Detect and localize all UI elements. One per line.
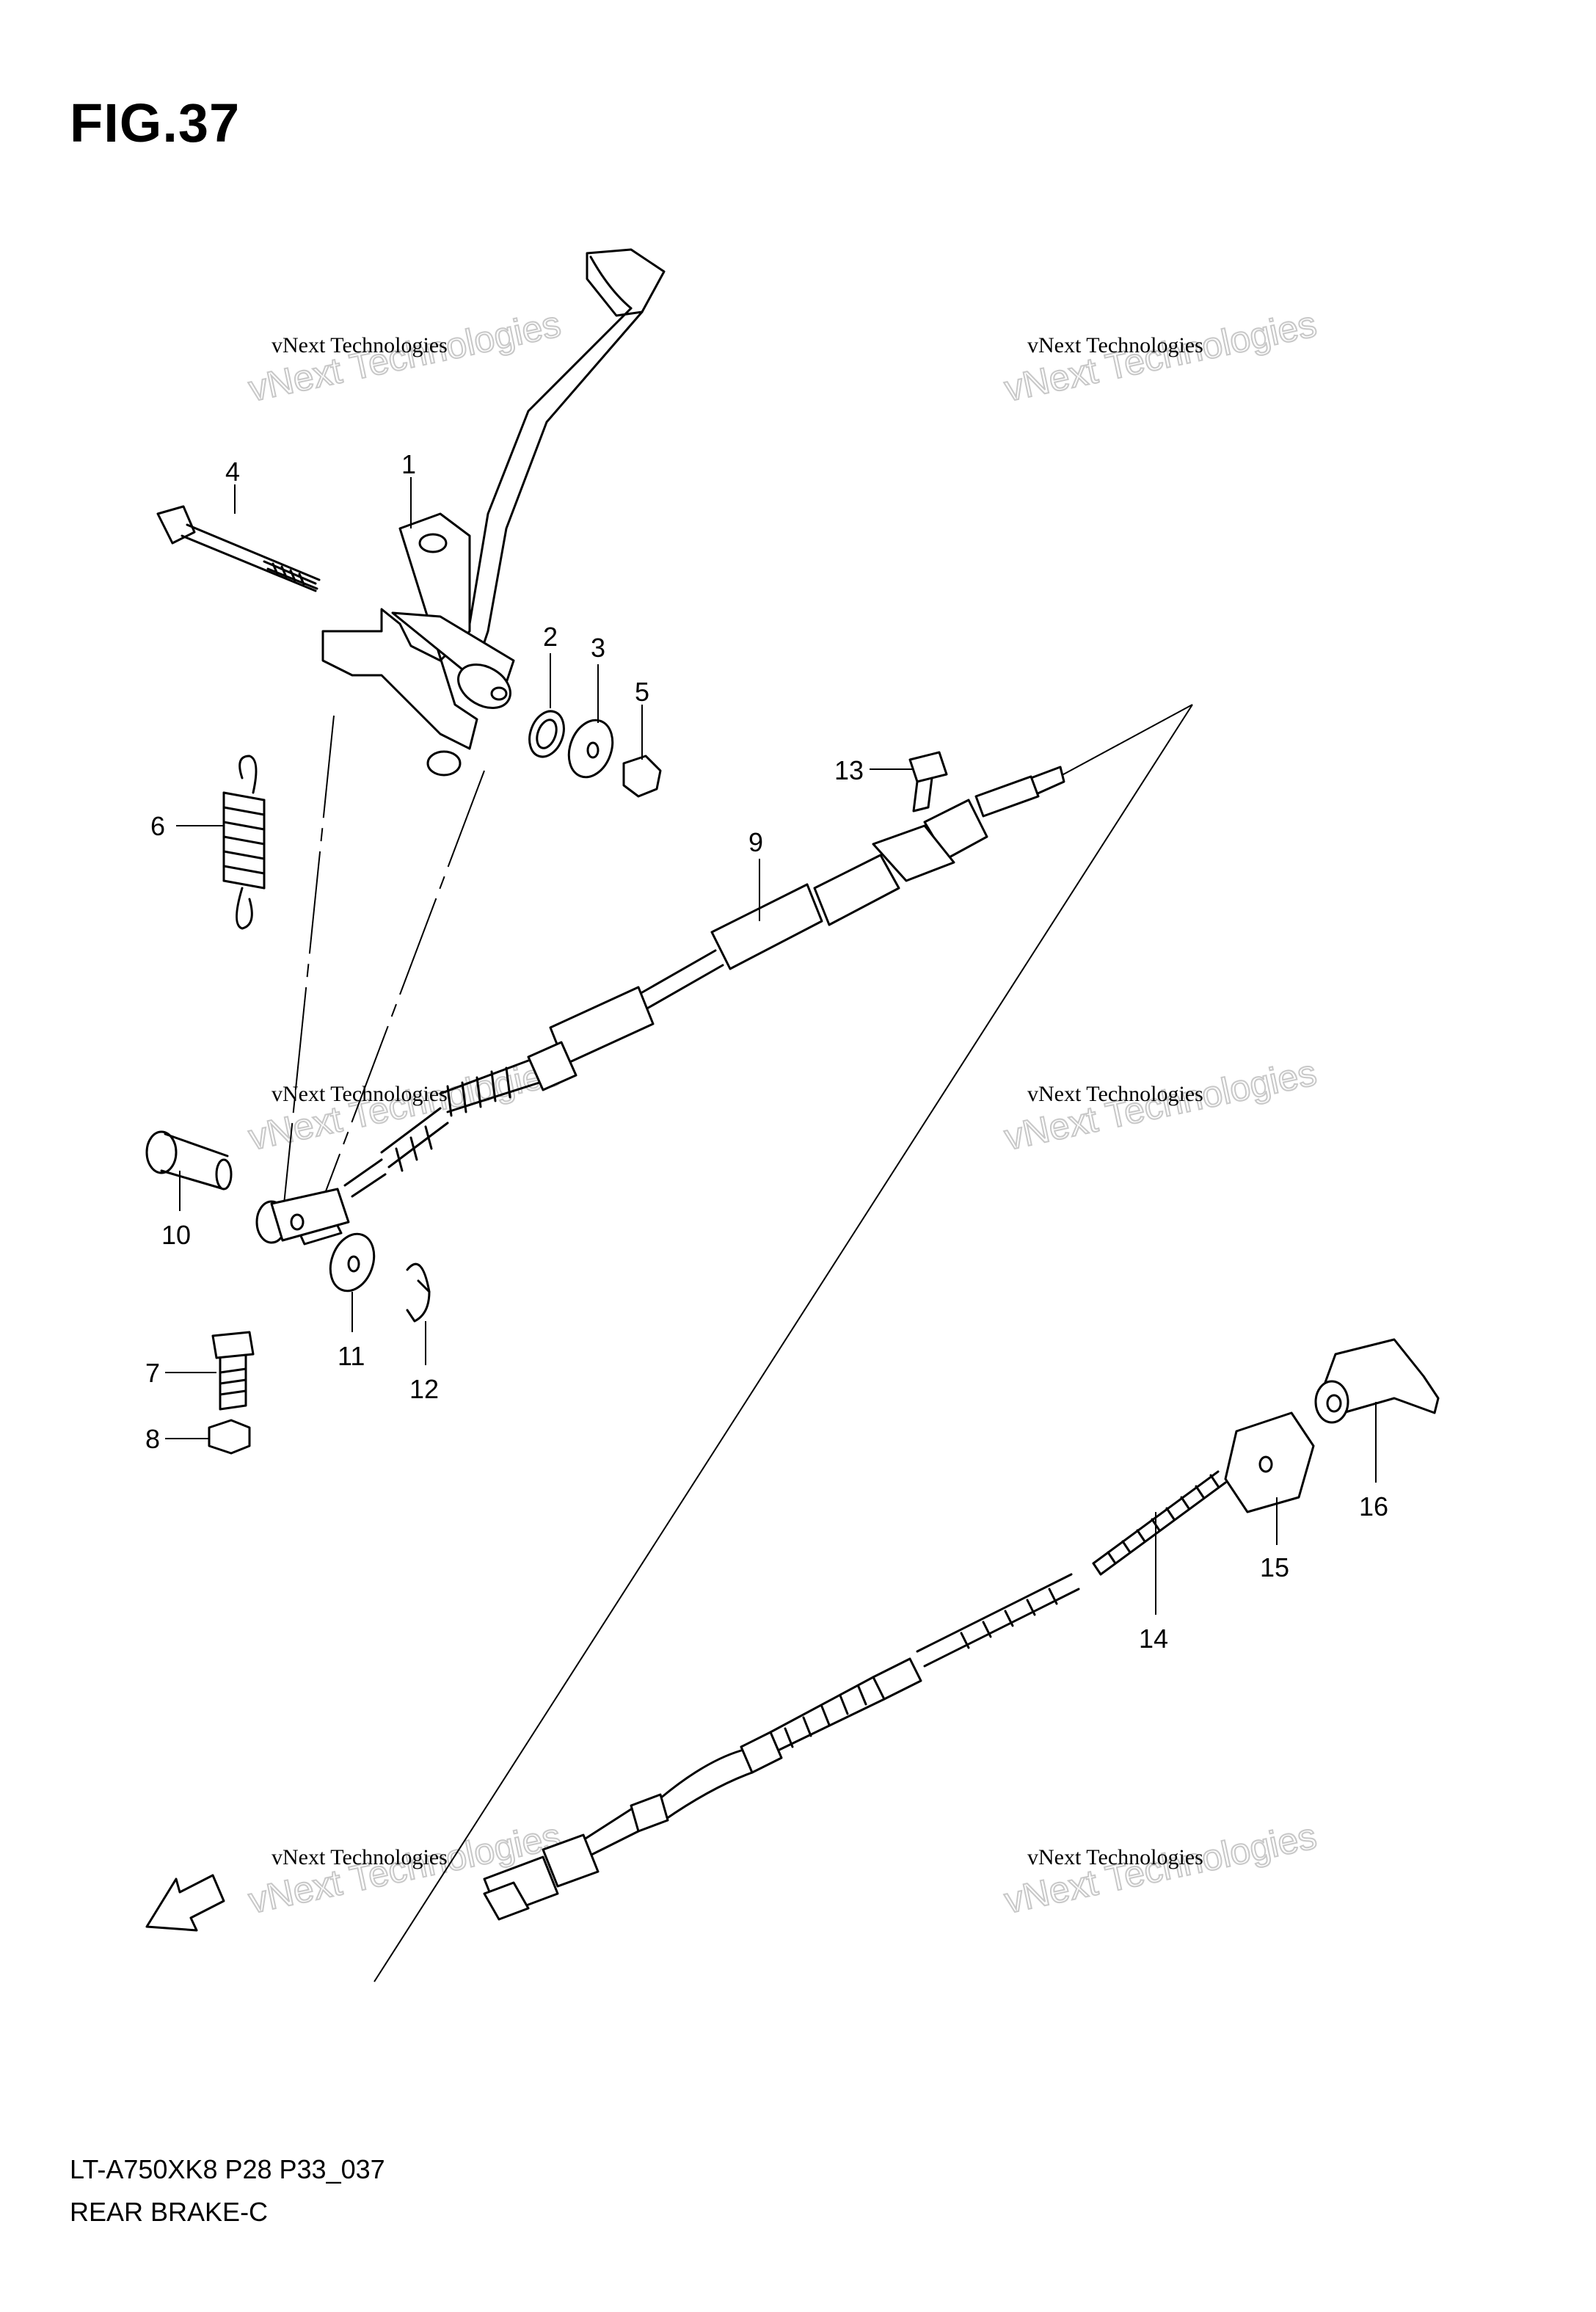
watermark-text: vNext Technologies [1027,333,1203,357]
clevis-washer-hole [347,1255,360,1273]
adjusting-sleeve [1224,1411,1315,1513]
cable-end-bracket [1314,1338,1440,1424]
callout-7: 7 [145,1358,160,1388]
watermark: vNext Technologies vNext Technologies [1000,1051,1321,1159]
callout-5: 5 [635,677,649,707]
callout-1: 1 [401,449,416,479]
clevis-washer [329,1232,376,1293]
cotter-clip [406,1262,431,1323]
washer-hole [586,741,600,759]
callout-14: 14 [1139,1624,1168,1654]
callout-4: 4 [225,457,240,487]
clevis-end [255,1188,350,1244]
callout-8: 8 [145,1424,160,1454]
callout-16: 16 [1359,1491,1388,1522]
clevis-pin [145,1130,233,1190]
watermark: vNext Technologies vNext Technologies [1000,302,1321,410]
callout-11: 11 [338,1341,365,1371]
callout-12: 12 [409,1374,439,1404]
cable-bracket-bolt [908,751,948,813]
brake-cable-lower [483,1573,1080,1921]
watermark: vNext Technologies vNext Technologies [244,302,565,410]
pivot-bolt [156,505,321,592]
nut [622,755,662,798]
watermark: vNext Technologies vNext Technologies [244,1051,565,1159]
figure-title: FIG.37 [70,92,241,153]
callout-2: 2 [543,622,558,652]
drawing-code: LT-A750XK8 P28 P33_037 [70,2154,385,2184]
callout-6: 6 [150,811,165,841]
callout-15: 15 [1260,1552,1289,1582]
callout-9: 9 [748,827,763,857]
return-spring [222,755,266,930]
cable-spring [1092,1470,1227,1576]
o-ring [528,710,565,758]
cable-mount-bolt [211,1331,255,1411]
callout-leaders [165,477,1377,1615]
watermark-text: vNext Technologies [1027,1845,1203,1869]
washer [567,719,614,779]
callout-10: 10 [161,1220,191,1250]
brake-pedal [321,248,666,777]
forward-arrow-icon: FWD [145,1874,225,1932]
callout-numbers: 1 2 3 4 5 6 7 8 9 10 11 12 13 14 15 16 [145,449,1388,1654]
cable-mount-nut [208,1419,251,1455]
callout-3: 3 [591,633,605,663]
callout-13: 13 [834,755,864,785]
watermark: vNext Technologies vNext Technologies [1000,1814,1321,1922]
o-ring-inner [536,719,558,749]
watermark-text: vNext Technologies [1027,1082,1203,1106]
assembly-reference-lines [282,704,1193,1982]
watermark-text: vNext Technologies [272,333,448,357]
watermark-text: vNext Technologies [272,1845,448,1869]
drawing-caption: REAR BRAKE-C [70,2197,269,2227]
brake-cable-upper [285,766,1065,1246]
